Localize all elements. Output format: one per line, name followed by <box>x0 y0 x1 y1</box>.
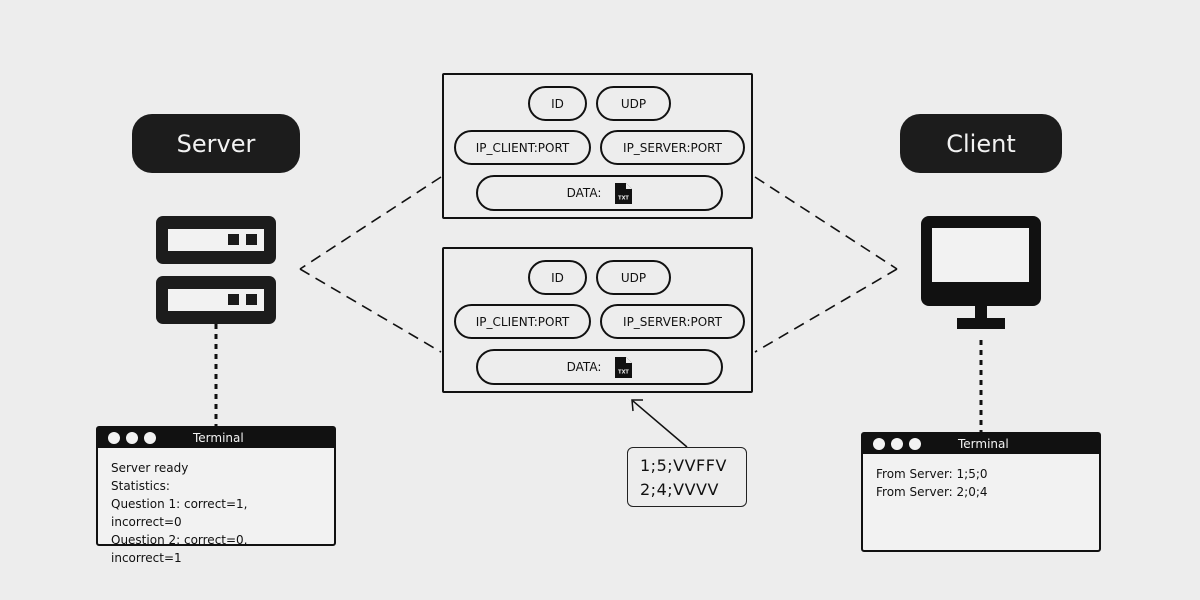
packet-data-field: DATA: TXT <box>476 349 723 385</box>
terminal-line: From Server: 1;5;0 <box>876 467 988 481</box>
udp-packet: ID UDP IP_CLIENT:PORT IP_SERVER:PORT DAT… <box>442 73 753 219</box>
server-terminal: Terminal Server ready Statistics: Questi… <box>96 426 336 565</box>
server-label-text: Server <box>176 129 256 158</box>
packet-data-field: DATA: TXT <box>476 175 723 211</box>
payload-line: 1;5;VVFFV <box>640 456 727 475</box>
payload-line: 2;4;VVVV <box>640 480 719 499</box>
txt-file-icon: TXT <box>615 356 633 378</box>
client-label-text: Client <box>946 129 1016 158</box>
payload-arrow <box>631 399 688 448</box>
server-to-top-packet-line <box>299 176 442 270</box>
packet-protocol-field: UDP <box>596 86 671 121</box>
client-label: Client <box>900 114 1062 173</box>
terminal-output: From Server: 1;5;0 From Server: 2;0;4 <box>863 454 1099 512</box>
window-dot-icon <box>891 438 903 450</box>
packet-id-field: ID <box>528 260 587 295</box>
packet-client-address-field: IP_CLIENT:PORT <box>454 304 591 339</box>
terminal-title-bar: Terminal <box>863 434 1099 454</box>
terminal-title: Terminal <box>958 437 1009 451</box>
packet-protocol-field: UDP <box>596 260 671 295</box>
terminal-title: Terminal <box>193 431 244 445</box>
txt-file-badge: TXT <box>619 195 630 201</box>
packet-id-field: ID <box>528 86 587 121</box>
terminal-line: Question 2: correct=0, incorrect=1 <box>111 533 248 565</box>
packet-server-address-field: IP_SERVER:PORT <box>600 304 745 339</box>
server-rack-unit <box>156 276 276 324</box>
window-dot-icon <box>144 432 156 444</box>
window-dot-icon <box>126 432 138 444</box>
terminal-line: Statistics: <box>111 479 170 493</box>
window-dot-icon <box>909 438 921 450</box>
client-to-bottom-packet-line <box>754 268 898 353</box>
txt-file-badge: TXT <box>619 369 630 375</box>
payload-note: 1;5;VVFFV 2;4;VVVV <box>627 447 747 507</box>
terminal-line: Server ready <box>111 461 189 475</box>
txt-file-icon: TXT <box>615 182 633 204</box>
terminal-title-bar: Terminal <box>98 428 334 448</box>
udp-packet: ID UDP IP_CLIENT:PORT IP_SERVER:PORT DAT… <box>442 247 753 393</box>
terminal-line: Question 1: correct=1, incorrect=0 <box>111 497 248 529</box>
packet-client-address-field: IP_CLIENT:PORT <box>454 130 591 165</box>
window-dot-icon <box>108 432 120 444</box>
client-to-top-packet-line <box>754 176 898 270</box>
window-dot-icon <box>873 438 885 450</box>
packet-data-label: DATA: <box>566 360 602 374</box>
terminal-output: Server ready Statistics: Question 1: cor… <box>98 448 334 578</box>
packet-server-address-field: IP_SERVER:PORT <box>600 130 745 165</box>
client-terminal: Terminal From Server: 1;5;0 From Server:… <box>861 432 1101 552</box>
server-rack-unit <box>156 216 276 264</box>
server-to-bottom-packet-line <box>299 268 442 353</box>
terminal-line: From Server: 2;0;4 <box>876 485 988 499</box>
server-label: Server <box>132 114 300 173</box>
packet-data-label: DATA: <box>566 186 602 200</box>
